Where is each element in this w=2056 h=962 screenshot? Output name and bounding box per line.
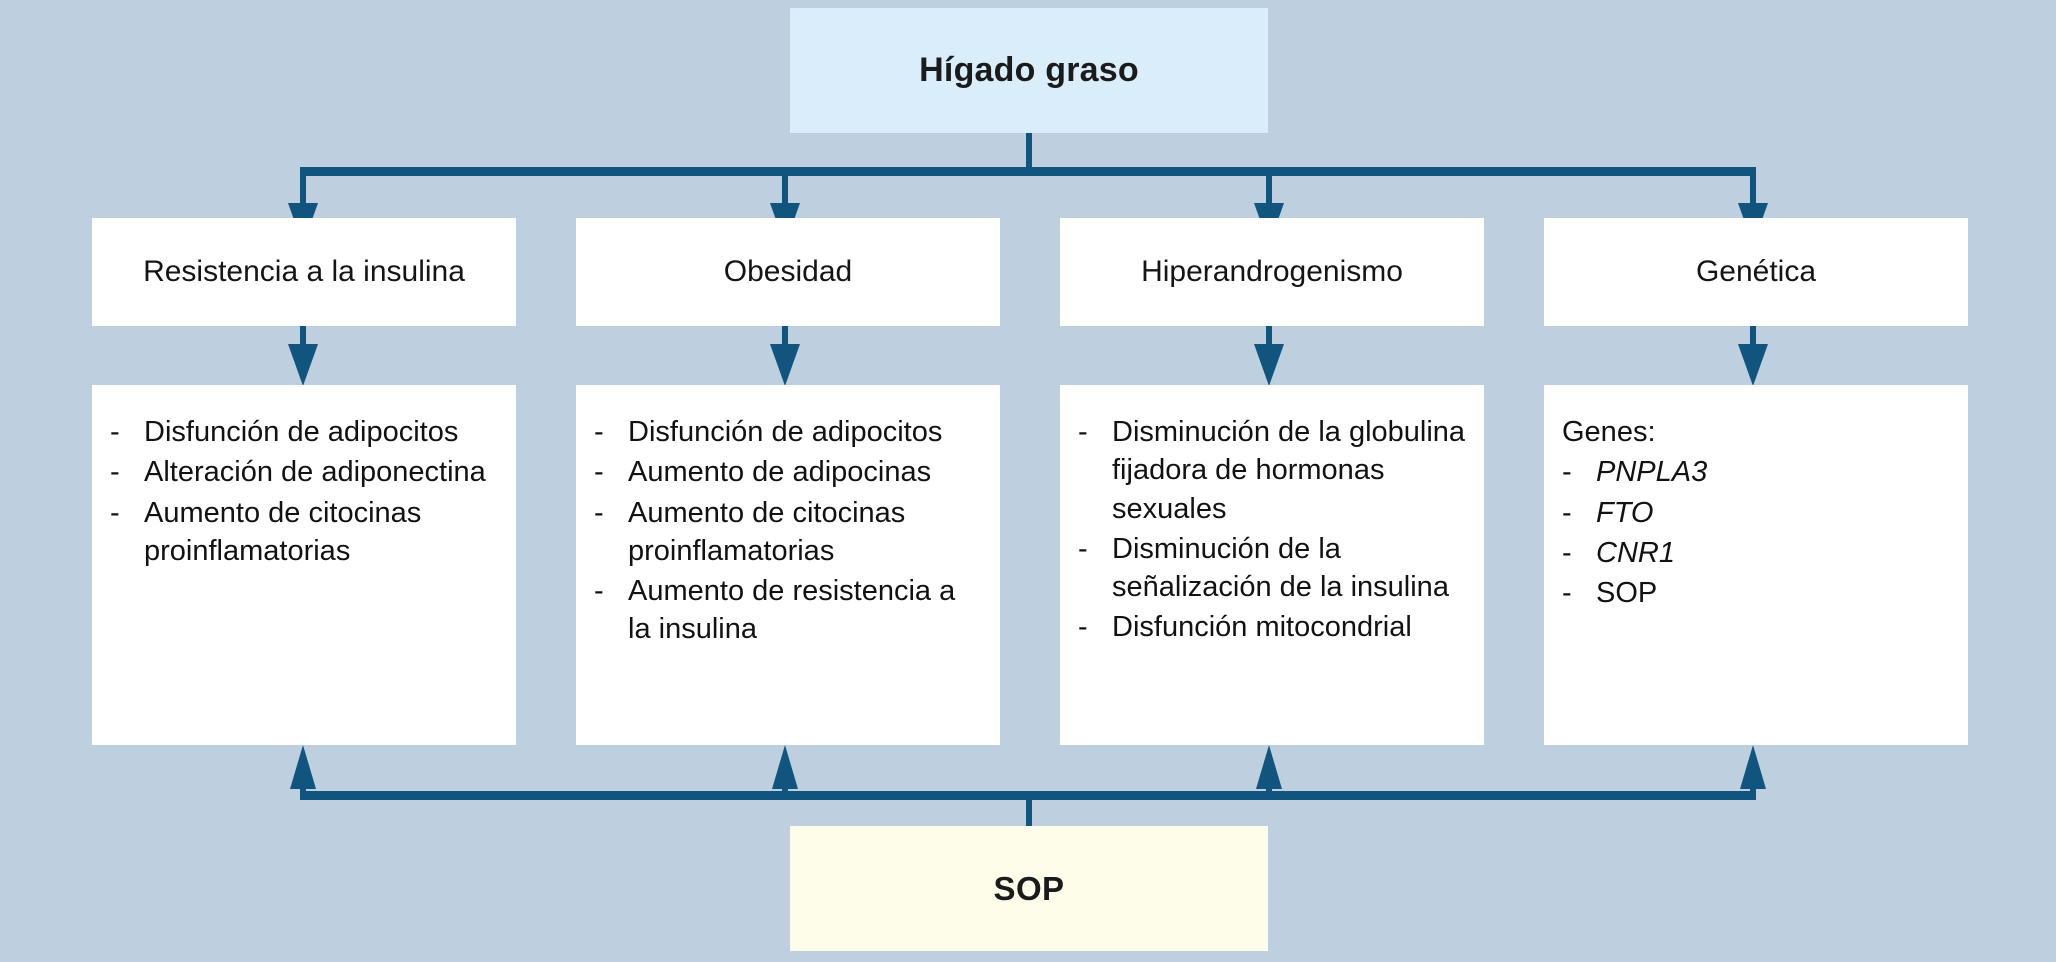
list-item: - PNPLA3 <box>1562 453 1950 491</box>
list-item: - Disfunción de adipocitos <box>110 413 498 451</box>
category-label-3: Hiperandrogenismo <box>1141 254 1403 288</box>
list-item-text: Disminución de la globulina fijadora de … <box>1112 416 1466 525</box>
arrow-up-col1 <box>290 745 316 789</box>
bullet-marker: - <box>110 416 120 448</box>
detail-list-1: - Disfunción de adipocitos - Alteración … <box>110 413 498 570</box>
list-item-text: Disminución de la señalización de la ins… <box>1112 532 1449 604</box>
list-item: - Disminución de la señalización de la i… <box>1078 530 1466 607</box>
connector-drop-col4 <box>1750 167 1756 207</box>
list-item-text: Aumento de resistencia a la insulina <box>628 575 956 646</box>
list-item: - Disminución de la globulina fijadora d… <box>1078 413 1466 528</box>
category-label-1: Resistencia a la insulina <box>143 254 465 288</box>
list-item-text: Aumento de citocinas proinflamatorias <box>628 496 906 567</box>
bullet-marker: - <box>1078 532 1088 565</box>
category-box-obesidad[interactable]: Obesidad <box>576 218 1000 326</box>
list-item: - FTO <box>1562 494 1950 532</box>
arrow-up-col2 <box>772 745 798 789</box>
bullet-marker: - <box>1562 456 1572 489</box>
connector-drop-col3 <box>1266 167 1272 207</box>
connector-cat2-detail <box>782 326 788 354</box>
list-item: - Aumento de citocinas proinflamatorias <box>110 494 498 571</box>
list-item-text: Disfunción de adipocitos <box>144 416 459 448</box>
list-item: - Disfunción mitocondrial <box>1078 608 1466 646</box>
bullet-marker: - <box>594 416 604 448</box>
connector-cat3-detail <box>1266 326 1272 354</box>
category-label-4: Genética <box>1695 254 1817 288</box>
connector-cat4-detail <box>1750 326 1756 354</box>
arrow-up-col3 <box>1256 745 1282 789</box>
bullet-marker: - <box>1562 577 1572 610</box>
connector-drop-col2 <box>782 167 788 207</box>
node-higado-graso[interactable]: Hígado graso <box>790 8 1268 133</box>
arrow-up-col4 <box>1740 745 1766 789</box>
arrow-down-detail1 <box>288 344 318 386</box>
detail-list-2: - Disfunción de adipocitos - Aumento de … <box>594 413 982 649</box>
list-item: - Alteración de adiponectina <box>110 453 498 491</box>
bullet-marker: - <box>1562 536 1572 569</box>
category-label-2: Obesidad <box>723 254 853 288</box>
list-item: - Disfunción de adipocitos <box>594 413 982 451</box>
bullet-marker: - <box>594 575 604 608</box>
connector-root-stem <box>1026 133 1032 171</box>
list-item-text: Disfunción mitocondrial <box>1112 611 1412 644</box>
bullet-marker: - <box>1562 496 1572 529</box>
detail-box-resistencia-a-la-insulina[interactable]: - Disfunción de adipocitos - Alteración … <box>92 385 516 745</box>
list-item-text: Aumento de citocinas proinflamatorias <box>144 496 422 567</box>
list-item-text: CNR1 <box>1596 536 1675 569</box>
list-item-text: Alteración de adiponectina <box>144 456 486 489</box>
list-item: - Aumento de resistencia a la insulina <box>594 572 982 649</box>
bullet-marker: - <box>110 496 120 529</box>
list-item: - Aumento de adipocinas <box>594 453 982 491</box>
list-item: - Aumento de citocinas proinflamatorias <box>594 494 982 571</box>
bullet-marker: - <box>110 456 120 489</box>
node-higado-graso-label: Hígado graso <box>919 51 1139 89</box>
arrow-down-detail2 <box>770 344 800 386</box>
node-sop[interactable]: SOP <box>790 826 1268 951</box>
category-box-resistencia-a-la-insulina[interactable]: Resistencia a la insulina <box>92 218 516 326</box>
bullet-marker: - <box>594 456 604 489</box>
list-item: - CNR1 <box>1562 534 1950 572</box>
connector-cat1-detail <box>300 326 306 354</box>
arrow-down-detail3 <box>1254 344 1284 386</box>
detail-list-4: - PNPLA3 - FTO - CNR1 - SOP <box>1562 453 1950 612</box>
genes-heading: Genes: <box>1562 416 1656 448</box>
list-item-text: FTO <box>1596 496 1654 529</box>
category-box-genetica[interactable]: Genética <box>1544 218 1968 326</box>
connector-drop-col1 <box>300 167 306 207</box>
list-item: - SOP <box>1562 574 1950 612</box>
list-item-text: SOP <box>1596 577 1658 610</box>
connector-top-bus <box>300 167 1756 176</box>
bullet-marker: - <box>594 496 604 529</box>
detail-box-hiperandrogenismo[interactable]: - Disminución de la globulina fijadora d… <box>1060 385 1484 745</box>
node-sop-label: SOP <box>993 869 1065 907</box>
detail-box-obesidad[interactable]: - Disfunción de adipocitos - Aumento de … <box>576 385 1000 745</box>
detail-box-genetica[interactable]: Genes: - PNPLA3 - FTO - CNR1 - SOP <box>1544 385 1968 745</box>
category-box-hiperandrogenismo[interactable]: Hiperandrogenismo <box>1060 218 1484 326</box>
list-item-text: PNPLA3 <box>1596 456 1708 489</box>
arrow-down-detail4 <box>1738 344 1768 386</box>
list-item-text: Disfunción de adipocitos <box>628 416 943 448</box>
detail-list-3: - Disminución de la globulina fijadora d… <box>1078 413 1466 647</box>
list-item-text: Aumento de adipocinas <box>628 456 932 489</box>
connector-footer-stem <box>1026 795 1032 837</box>
bullet-marker: - <box>1078 416 1088 448</box>
bullet-marker: - <box>1078 611 1088 644</box>
